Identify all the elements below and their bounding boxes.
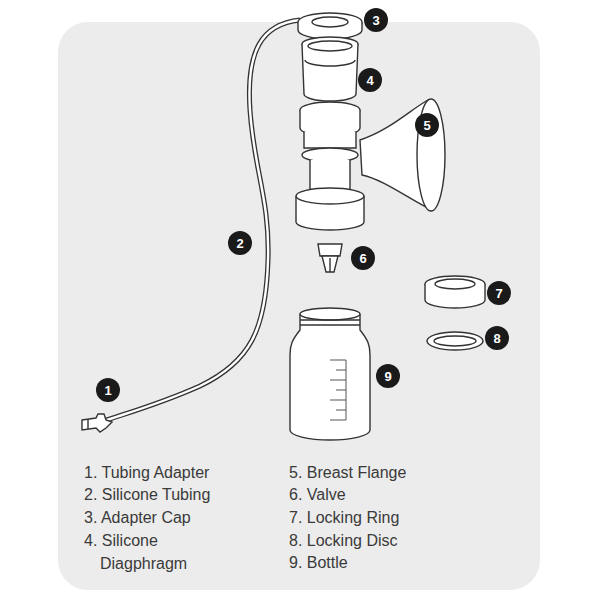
callout-text: 5 — [423, 119, 430, 132]
callout-text: 9 — [384, 370, 391, 383]
callout-number: 1 — [96, 378, 120, 402]
callout-number: 6 — [351, 246, 375, 270]
part-name: 9. Bottle — [289, 552, 529, 575]
callout-number: 3 — [364, 8, 388, 32]
callout-text: 3 — [372, 14, 379, 27]
part-name: 5. Breast Flange — [289, 462, 529, 485]
part-name: 8. Locking Disc — [289, 530, 529, 553]
callout-number: 2 — [228, 231, 252, 255]
callout-number: 9 — [376, 364, 400, 388]
background-panel — [58, 22, 540, 590]
callout-number: 4 — [358, 68, 382, 92]
part-name: 1. Tubing Adapter — [84, 462, 284, 485]
callout-text: 4 — [366, 74, 373, 87]
part-name: 6. Valve — [289, 484, 529, 507]
callout-text: 8 — [493, 332, 500, 345]
part-name: 7. Locking Ring — [289, 507, 529, 530]
part-name: 3. Adapter Cap — [84, 507, 284, 530]
callout-text: 7 — [495, 287, 502, 300]
callout-text: 1 — [104, 384, 111, 397]
part-name: 2. Silicone Tubing — [84, 484, 284, 507]
part-name: 4. Silicone Diagphragm — [84, 530, 202, 575]
callout-number: 8 — [485, 326, 509, 350]
pump-parts — [82, 13, 485, 440]
callout-number: 7 — [487, 281, 511, 305]
callout-number: 5 — [415, 113, 439, 137]
callout-text: 6 — [359, 252, 366, 265]
callout-text: 2 — [236, 237, 243, 250]
